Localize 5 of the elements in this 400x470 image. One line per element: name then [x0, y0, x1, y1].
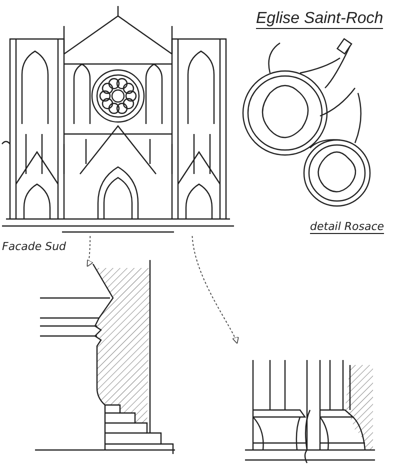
- arrow: [192, 236, 238, 344]
- arrow: [86, 236, 93, 267]
- drawing-caption: Facade Sud: [2, 240, 66, 253]
- drawing-caption: detail Rosace: [310, 220, 384, 234]
- title: Eglise Saint-Roch: [256, 10, 384, 29]
